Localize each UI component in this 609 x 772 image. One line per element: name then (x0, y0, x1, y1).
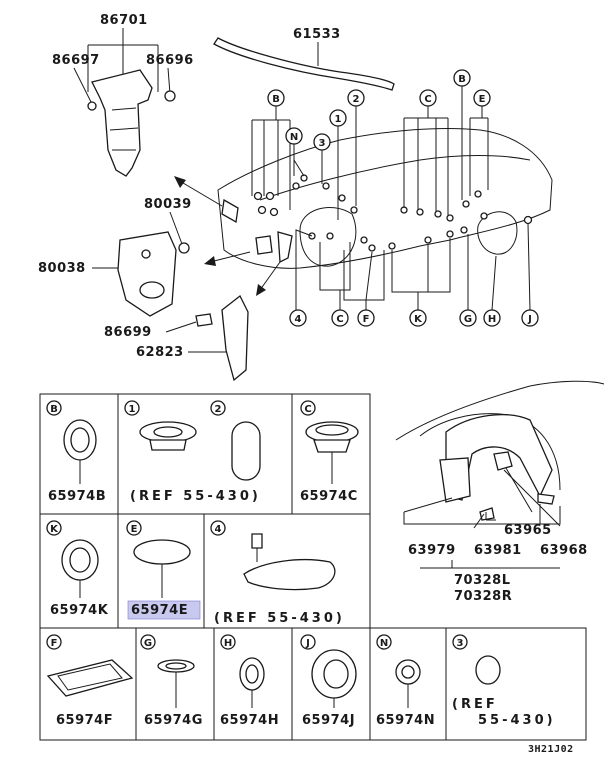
part-65974B: 65974B (48, 489, 106, 504)
callout-80038: 80038 (38, 261, 86, 276)
bracket-86701: 86701 86697 86696 (52, 13, 194, 177)
marker-1: 1 (335, 114, 342, 125)
callout-86701: 86701 (100, 13, 148, 28)
ref-55-430-c: 55-430) (478, 713, 556, 728)
part-65974F: 65974F (56, 713, 113, 728)
markers-top: B N 3 1 2 C B E (251, 69, 491, 220)
marker-J: J (527, 314, 532, 325)
cell-letter-J: J (305, 638, 310, 649)
marker-B-right: B (458, 74, 466, 85)
ref-55-430-b: (REF 55-430) (214, 611, 345, 626)
marker-C-bottom: C (336, 314, 343, 325)
callout-62823: 62823 (136, 345, 184, 360)
part-65974K: 65974K (50, 603, 109, 618)
marker-C-top: C (424, 94, 431, 105)
parts-grid (39, 393, 587, 741)
part-65974H: 65974H (220, 713, 279, 728)
weatherstrip-61533: 61533 (213, 27, 395, 91)
cell-65974H: H 65974H (220, 634, 279, 728)
callout-63965: 63965 (504, 523, 552, 538)
cell-letter-H: H (224, 638, 232, 649)
cell-letter-4: 4 (215, 524, 222, 535)
cell-65974B: B 65974B (46, 400, 106, 504)
cell-65974N: N 65974N (376, 634, 435, 728)
marker-B-left: B (272, 94, 280, 105)
part-65974G: 65974G (144, 713, 203, 728)
marker-H: H (488, 314, 496, 325)
part-65974J: 65974J (302, 713, 355, 728)
cell-letter-3: 3 (457, 638, 464, 649)
callout-63968: 63968 (540, 543, 588, 558)
cell-ref-3: 3 (REF 55-430) (452, 634, 556, 728)
cell-letter-B: B (50, 404, 58, 415)
cell-ref-1-2: 1 2 (REF 55-430) (124, 400, 261, 504)
car-body (217, 127, 553, 269)
pointer-arrows (174, 176, 293, 296)
callout-80039: 80039 (144, 197, 192, 212)
cell-letter-K: K (50, 524, 59, 535)
callout-63979: 63979 (408, 543, 456, 558)
cell-65974J: J 65974J (300, 634, 357, 728)
marker-E: E (479, 94, 486, 105)
callout-86699: 86699 (104, 325, 152, 340)
markers-bottom: 4 C F K G H J (289, 223, 539, 327)
diagram-code: 3H21J02 (528, 744, 574, 755)
fender-liner-assembly: 63979 63981 63965 63968 70328L 70328R (395, 380, 605, 604)
cell-letter-2: 2 (215, 404, 222, 415)
marker-3: 3 (319, 138, 326, 149)
marker-N: N (290, 132, 298, 143)
marker-G: G (464, 314, 472, 325)
cell-letter-1: 1 (129, 404, 136, 415)
callout-86696: 86696 (146, 53, 194, 68)
callout-63981: 63981 (474, 543, 522, 558)
callout-70328L: 70328L (454, 573, 511, 588)
cell-65974G: G 65974G (140, 634, 203, 728)
callout-61533: 61533 (293, 27, 341, 42)
marker-F: F (363, 314, 370, 325)
callout-86697: 86697 (52, 53, 100, 68)
part-65974N: 65974N (376, 713, 435, 728)
cell-ref-4: 4 (REF 55-430) (210, 520, 345, 626)
cell-letter-F: F (51, 638, 58, 649)
marker-2: 2 (353, 94, 360, 105)
cell-letter-N: N (380, 638, 388, 649)
ref-label: (REF (452, 697, 498, 712)
cell-letter-E: E (131, 524, 138, 535)
cell-letter-C: C (304, 404, 311, 415)
cell-65974K: K 65974K (46, 520, 109, 618)
marker-K: K (414, 314, 423, 325)
ref-55-430-a: (REF 55-430) (130, 489, 261, 504)
highlight-box (127, 600, 201, 620)
marker-4: 4 (295, 314, 302, 325)
part-65974C: 65974C (300, 489, 358, 504)
bracket-80038: 80039 80038 86699 62823 (38, 197, 249, 382)
cell-65974C: C 65974C (300, 400, 359, 504)
cell-letter-G: G (144, 638, 152, 649)
cell-65974F: F 65974F (46, 634, 134, 728)
callout-70328R: 70328R (454, 589, 512, 604)
cell-65974E: E 65974E (126, 520, 201, 620)
part-65974E: 65974E (131, 603, 188, 618)
